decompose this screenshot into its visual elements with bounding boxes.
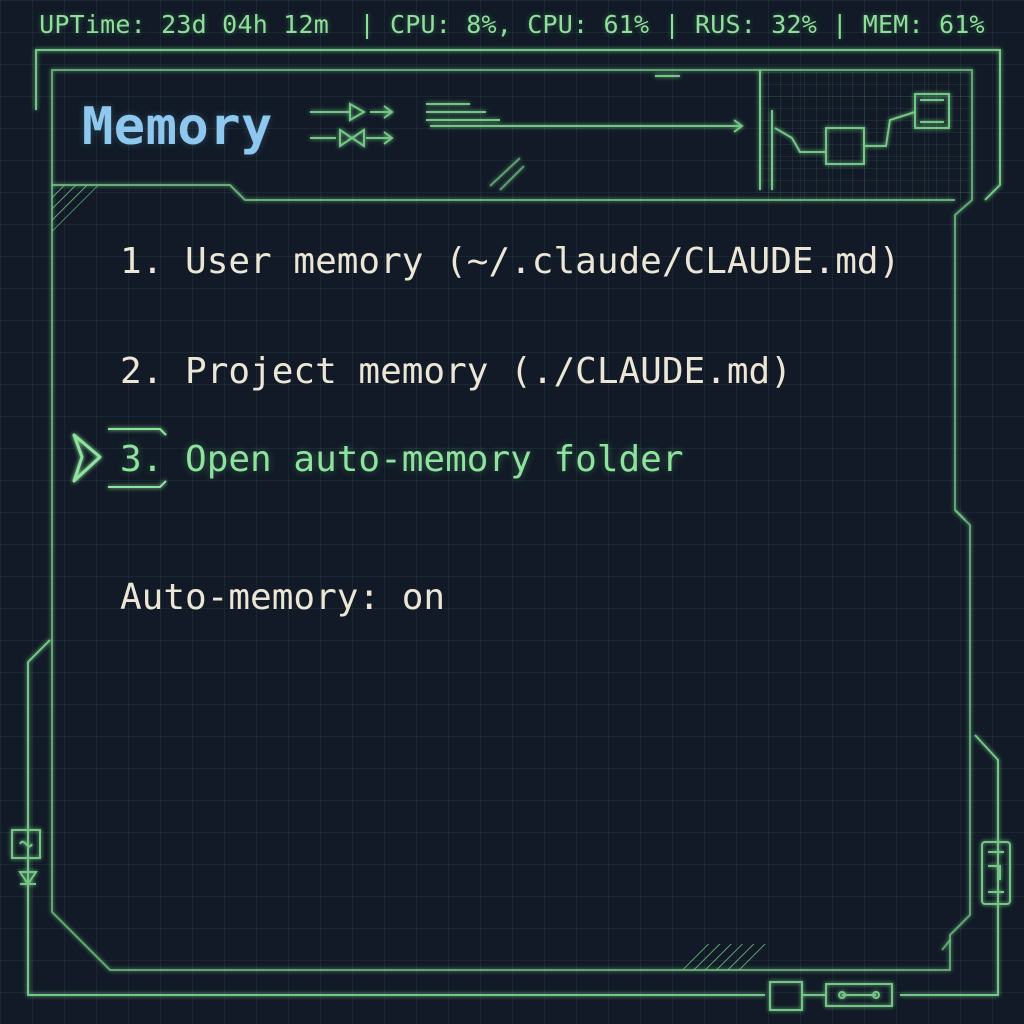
- mem-readout: MEM: 61%: [862, 9, 985, 39]
- cpu-readout: CPU: 8%, CPU: 61%: [389, 9, 650, 39]
- status-separator: |: [649, 9, 696, 39]
- status-separator: |: [817, 9, 863, 39]
- menu-item-user-memory[interactable]: 1. User memory (~/.claude/CLAUDE.md): [120, 241, 901, 282]
- menu-item-project-memory[interactable]: 2. Project memory (./CLAUDE.md): [120, 351, 792, 392]
- selector-chevron-icon: [72, 428, 167, 488]
- uptime-readout: UPTime: 23d 04h 12m: [39, 9, 345, 39]
- rus-readout: RUS: 32%: [695, 9, 818, 39]
- menu-item-open-auto-memory-folder[interactable]: 3. Open auto-memory folder: [120, 439, 684, 480]
- status-bar: UPTime: 23d 04h 12m | CPU: 8%, CPU: 61% …: [0, 0, 1024, 48]
- status-separator: |: [344, 9, 390, 39]
- auto-memory-status: Auto-memory: on: [120, 577, 446, 618]
- panel-title: Memory: [82, 97, 273, 157]
